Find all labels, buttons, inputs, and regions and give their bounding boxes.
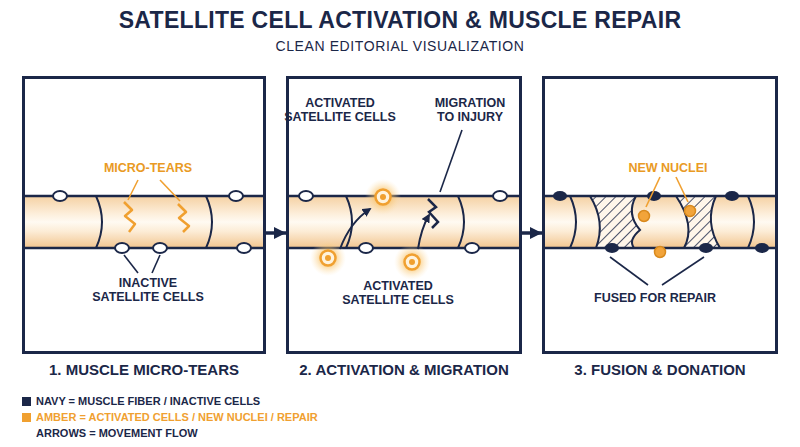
fiber-outline xyxy=(289,195,519,198)
micro-tear xyxy=(178,204,189,232)
fiber-nucleus xyxy=(725,191,739,201)
inactive-cell xyxy=(229,191,243,201)
callout-label: NEW NUCLEI xyxy=(588,161,748,175)
inactive-cell xyxy=(115,243,129,253)
leader-line xyxy=(124,255,138,273)
legend-row: ARROWS = MOVEMENT FLOW xyxy=(22,426,422,441)
flow-arrow xyxy=(266,231,286,235)
repair-zone xyxy=(676,196,720,248)
callout-label: MICRO-TEARS xyxy=(68,161,228,175)
activated-cell xyxy=(376,190,391,205)
activated-cell xyxy=(405,255,420,270)
callout-label: ACTIVATED SATELLITE CELLS xyxy=(336,279,460,308)
subtitle: CLEAN EDITORIAL VISUALIZATION xyxy=(190,38,610,54)
panel-frame: 3. FUSION & DONATION xyxy=(542,76,778,354)
flow-arrow xyxy=(522,231,542,235)
cell-glow xyxy=(365,179,401,215)
fiber-nucleus xyxy=(699,243,713,253)
repair-zone xyxy=(590,196,640,248)
inactive-cell xyxy=(465,243,479,253)
bracket-line xyxy=(610,257,648,285)
new-nucleus xyxy=(685,206,696,217)
inactive-cell xyxy=(359,243,373,253)
inactive-cell xyxy=(153,243,167,253)
leader-line xyxy=(160,180,180,201)
muscle-fiber xyxy=(545,196,775,248)
fiber-nucleus xyxy=(553,191,567,201)
panel-heading: 3. FUSION & DONATION xyxy=(515,361,800,379)
inactive-cell xyxy=(299,191,313,201)
legend-row: AMBER = ACTIVATED CELLS / NEW NUCLEI / R… xyxy=(22,410,422,425)
callout-label: ACTIVATED SATELLITE CELLS xyxy=(278,96,402,125)
cell-core xyxy=(325,255,331,261)
legend-text: AMBER = ACTIVATED CELLS / NEW NUCLEI / R… xyxy=(36,410,318,425)
z-line xyxy=(346,196,352,248)
migration-arrow xyxy=(418,215,429,249)
cell-glow xyxy=(394,244,430,280)
legend-row: NAVY = MUSCLE FIBER / INACTIVE CELLS xyxy=(22,394,422,409)
leader-line xyxy=(440,130,462,192)
z-line xyxy=(96,196,102,248)
z-line xyxy=(458,196,464,248)
panel-heading: 1. MUSCLE MICRO-TEARS xyxy=(0,361,293,379)
callout-label: FUSED FOR REPAIR xyxy=(570,291,740,305)
diagram-title: SATELLITE CELL ACTIVATION & MUSCLE REPAI… xyxy=(0,7,800,34)
panel-frame: 1. MUSCLE MICRO-TEARS xyxy=(22,76,266,354)
leader-line xyxy=(646,177,660,207)
legend-swatch xyxy=(22,397,31,406)
muscle-fiber xyxy=(25,196,263,248)
injury-mark xyxy=(428,199,438,228)
leader-line xyxy=(152,255,160,273)
inactive-cell xyxy=(237,243,251,253)
leader-line xyxy=(676,177,688,202)
fiber-outline xyxy=(25,247,263,250)
muscle-fiber xyxy=(289,196,519,248)
new-nucleus xyxy=(655,247,666,258)
callout-label: MIGRATION TO INJURY xyxy=(426,96,514,125)
cell-core xyxy=(409,259,415,265)
z-line xyxy=(748,196,754,248)
z-line xyxy=(206,196,212,248)
migration-arrow xyxy=(340,209,370,249)
new-nucleus xyxy=(639,211,650,222)
leader-line xyxy=(128,180,138,200)
inactive-cell xyxy=(493,191,507,201)
legend-text: ARROWS = MOVEMENT FLOW xyxy=(36,426,198,441)
callout-label: INACTIVE SATELLITE CELLS xyxy=(86,276,210,305)
inactive-cell xyxy=(53,191,67,201)
fiber-nucleus xyxy=(755,243,769,253)
legend-text: NAVY = MUSCLE FIBER / INACTIVE CELLS xyxy=(36,394,260,409)
fiber-nucleus xyxy=(605,243,619,253)
cell-core xyxy=(380,194,386,200)
micro-tear xyxy=(124,202,135,232)
bracket-line xyxy=(662,257,704,285)
activated-cell xyxy=(321,251,336,266)
z-line xyxy=(570,196,576,248)
legend-swatch xyxy=(22,413,31,422)
panel-heading: 2. ACTIVATION & MIGRATION xyxy=(259,361,549,379)
